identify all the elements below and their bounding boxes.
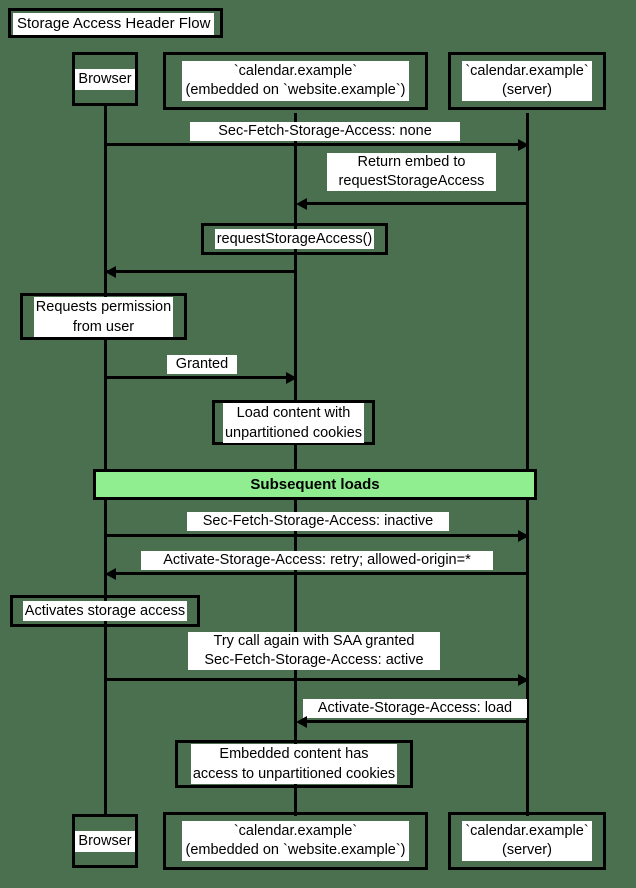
participant-server-top-label: `calendar.example` (server) [462, 61, 592, 101]
message-2-label: Return embed to requestStorageAccess [327, 153, 496, 191]
lifeline-server [526, 113, 529, 816]
note-activates-storage-access-text: Activates storage access [22, 601, 188, 621]
message-6-line [110, 572, 527, 575]
note-request-storage-access-text: requestStorageAccess() [214, 229, 375, 249]
participant-embed-bottom[interactable]: `calendar.example` (embedded on `website… [163, 812, 428, 870]
divider-subsequent-loads-text: Subsequent loads [250, 475, 380, 493]
participant-browser-bottom[interactable]: Browser [72, 814, 138, 868]
note-requests-permission-text: Requests permission from user [33, 296, 174, 337]
message-5-label: Sec-Fetch-Storage-Access: inactive [187, 512, 449, 531]
divider-subsequent-loads: Subsequent loads [93, 469, 537, 500]
message-4-line [105, 376, 289, 379]
message-6-label: Activate-Storage-Access: retry; allowed-… [141, 551, 493, 570]
message-8-label: Activate-Storage-Access: load [303, 699, 527, 718]
message-6-arrowhead-icon [105, 567, 116, 580]
lifeline-browser [104, 106, 107, 816]
message-1-label: Sec-Fetch-Storage-Access: none [190, 122, 460, 141]
diagram-title-label: Storage Access Header Flow [13, 13, 215, 35]
participant-browser-top[interactable]: Browser [72, 52, 138, 106]
note-requests-permission: Requests permission from user [20, 293, 187, 340]
lifeline-embed [294, 113, 297, 816]
participant-server-top[interactable]: `calendar.example` (server) [448, 52, 606, 110]
note-request-storage-access: requestStorageAccess() [201, 223, 388, 255]
message-3-line [105, 270, 297, 273]
participant-server-bottom-label: `calendar.example` (server) [462, 821, 592, 861]
message-8-line [301, 720, 527, 723]
participant-embed-top[interactable]: `calendar.example` (embedded on `website… [163, 52, 428, 110]
note-embedded-content-access: Embedded content has access to unpartiti… [175, 740, 413, 788]
message-8-arrowhead-icon [296, 715, 307, 728]
message-1-line [105, 143, 521, 146]
message-5-line [105, 534, 521, 537]
note-activates-storage-access: Activates storage access [10, 595, 200, 627]
diagram-title-box: Storage Access Header Flow [8, 8, 223, 38]
message-4-arrowhead-icon [286, 371, 297, 384]
note-embedded-content-access-text: Embedded content has access to unpartiti… [190, 744, 398, 784]
message-1-arrowhead-icon [518, 138, 529, 151]
note-load-content-text: Load content with unpartitioned cookies [222, 402, 365, 443]
participant-browser-bottom-label: Browser [75, 830, 135, 852]
participant-embed-bottom-label: `calendar.example` (embedded on `website… [182, 821, 409, 861]
message-3-arrowhead-icon [105, 265, 116, 278]
participant-browser-top-label: Browser [75, 68, 135, 90]
message-7-line [105, 678, 521, 681]
message-4-label: Granted [167, 355, 237, 374]
participant-embed-top-label: `calendar.example` (embedded on `website… [182, 61, 409, 101]
participant-server-bottom[interactable]: `calendar.example` (server) [448, 812, 606, 870]
message-2-arrowhead-icon [296, 197, 307, 210]
note-load-content: Load content with unpartitioned cookies [212, 400, 375, 445]
message-5-arrowhead-icon [518, 529, 529, 542]
message-2-line [301, 202, 527, 205]
message-7-arrowhead-icon [518, 673, 529, 686]
message-7-label: Try call again with SAA granted Sec-Fetc… [188, 632, 440, 670]
